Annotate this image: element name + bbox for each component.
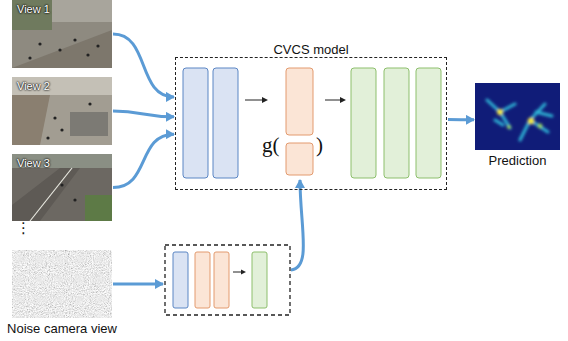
caption-label: Noise camera view [7, 321, 117, 336]
view-label: View 2 [17, 80, 50, 92]
noise-view: Noise camera view [12, 250, 112, 318]
flow-arrow [113, 111, 174, 117]
density-map [475, 83, 560, 150]
view-photo [12, 77, 112, 145]
flow-arrow [113, 283, 163, 286]
camera-view: View 2 [12, 77, 112, 145]
flow-arrow [291, 180, 303, 270]
layer-blocks [183, 68, 441, 178]
prediction-map: Prediction [475, 83, 560, 150]
ellipsis-mark: ⋮ [16, 221, 31, 236]
noise-image [12, 250, 112, 318]
caption-label: Prediction [489, 153, 547, 168]
function-symbol: g( [262, 135, 280, 156]
flow-arrow [113, 134, 174, 187]
noise-network [165, 245, 290, 315]
camera-view: View 1 [12, 0, 112, 68]
flow-arrow [448, 118, 474, 121]
flow-arrow [113, 34, 174, 97]
box-title: CVCS model [273, 42, 348, 57]
view-photo [12, 154, 112, 221]
camera-view: View 3 [12, 154, 112, 221]
model-box: CVCS model [175, 57, 447, 190]
view-label: View 1 [17, 3, 50, 15]
view-label: View 3 [17, 157, 50, 169]
function-symbol: ) [316, 135, 323, 156]
view-photo [12, 0, 112, 68]
